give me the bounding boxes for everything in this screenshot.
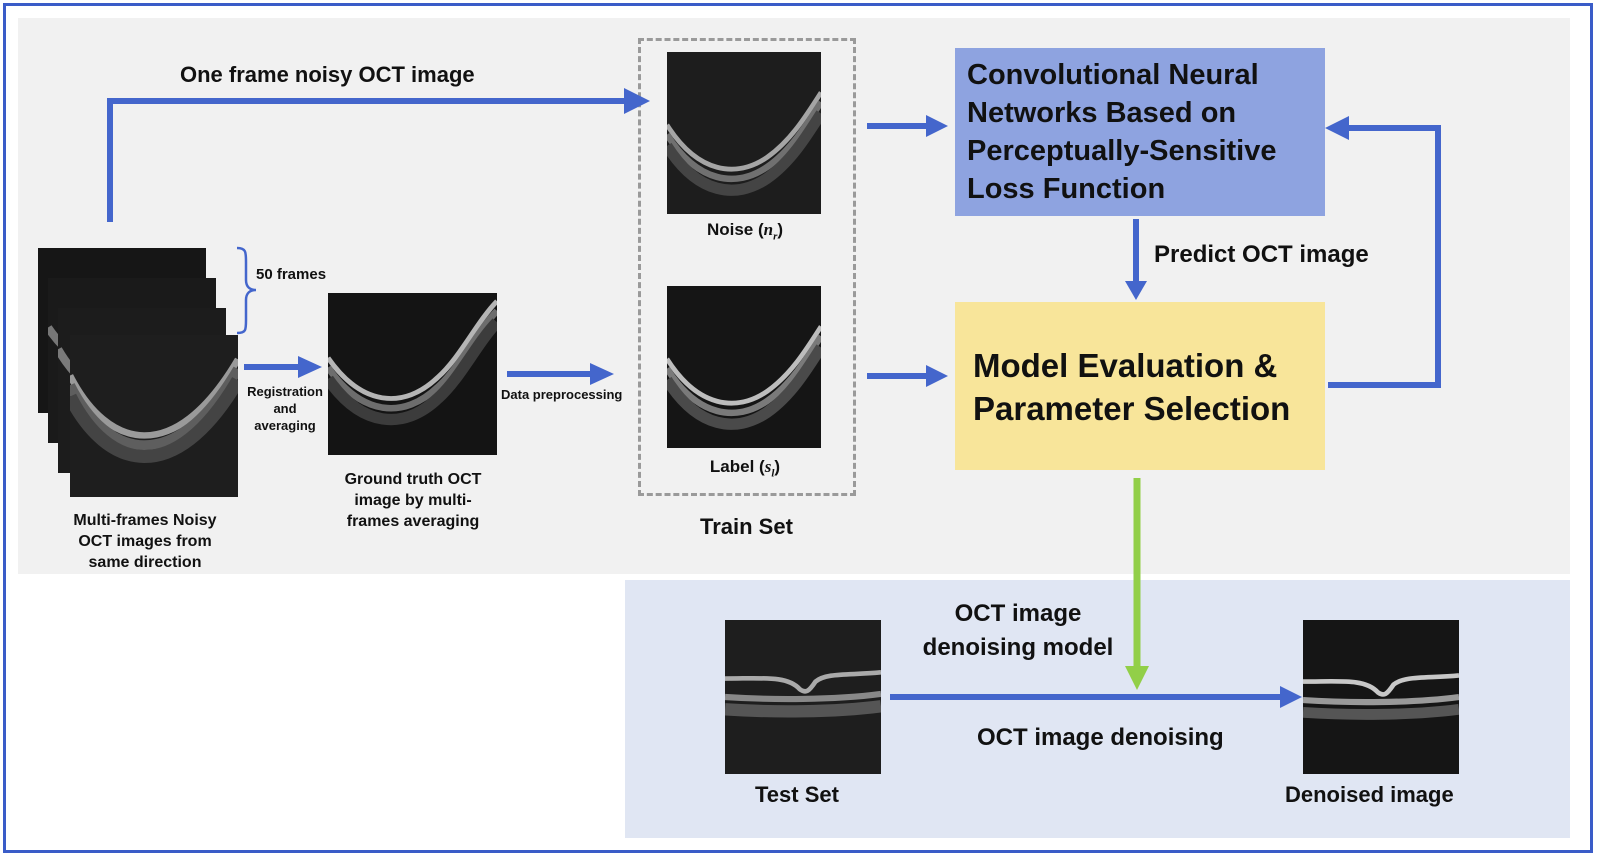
- registration-label-line-3: averaging: [254, 418, 316, 433]
- label-label-symbol: s: [764, 457, 772, 476]
- eval-box-line-2: Parameter Selection: [973, 390, 1291, 427]
- cnn-box-line-1: Convolutional Neural: [967, 59, 1259, 91]
- trainset-to-eval-arrowhead: [926, 365, 948, 387]
- model-evaluation-box: Model Evaluation & Parameter Selection: [955, 302, 1325, 470]
- denoising-model-label: OCT image denoising model: [900, 597, 1136, 665]
- noise-oct-image: [667, 52, 821, 214]
- top-arrow-line: [107, 98, 626, 222]
- ground-truth-caption-line-3: frames averaging: [346, 513, 480, 530]
- ground-truth-caption-line-1: Ground truth OCT: [344, 471, 482, 488]
- ground-truth-oct-image: [328, 293, 497, 455]
- test-set-oct-image: [725, 620, 881, 774]
- test-set-label: Test Set: [755, 782, 839, 807]
- multiframe-caption-line-2: OCT images from: [78, 533, 212, 550]
- ground-truth-caption-line-2: image by multi-: [354, 492, 472, 509]
- denoising-arrow-label: OCT image denoising: [977, 724, 1224, 751]
- feedback-arrowhead: [1325, 116, 1349, 140]
- registration-arrowhead: [298, 356, 322, 378]
- predict-label: Predict OCT image: [1154, 241, 1369, 268]
- noise-label-symbol: n: [763, 220, 774, 239]
- multiframe-caption-line-3: same direction: [88, 554, 202, 571]
- denoised-oct-image: [1303, 620, 1459, 774]
- frames-label: 50 frames: [256, 266, 327, 283]
- frames-brace: [236, 246, 257, 335]
- registration-label: Registration and averaging: [240, 383, 330, 434]
- feedback-loop-line: [1328, 125, 1441, 388]
- top-arrow-label: One frame noisy OCT image: [180, 62, 475, 87]
- label-label-close: ): [774, 457, 781, 476]
- multiframe-caption-line-1: Multi-frames Noisy: [73, 512, 217, 529]
- label-label-text: Label (: [709, 457, 765, 476]
- predict-arrowhead: [1125, 281, 1147, 300]
- oct-frame-stack-4: [70, 335, 238, 497]
- denoised-label: Denoised image: [1285, 782, 1454, 807]
- registration-label-line-2: and: [273, 401, 297, 416]
- noise-label-subscript: r: [773, 230, 778, 243]
- train-set-label: Train Set: [700, 514, 793, 539]
- denoising-arrowhead: [1280, 686, 1302, 708]
- noise-label-close: ): [777, 220, 784, 239]
- green-arrowhead: [1125, 666, 1149, 690]
- label-oct-image: [667, 286, 821, 448]
- cnn-box-line-2: Networks Based on: [967, 97, 1237, 129]
- top-arrowhead: [624, 88, 650, 114]
- preprocessing-arrowhead: [590, 363, 614, 385]
- denoising-model-label-line-2: denoising model: [922, 634, 1114, 661]
- train-set-box: [638, 38, 856, 496]
- noise-label-text: Noise (: [706, 220, 764, 239]
- multiframe-caption: Multi-frames Noisy OCT images from same …: [55, 510, 235, 573]
- denoising-model-label-line-1: OCT image: [954, 600, 1082, 627]
- cnn-box-line-4: Loss Function: [967, 173, 1166, 205]
- figure-border: [3, 3, 1593, 853]
- label-label-subscript: l: [771, 467, 775, 480]
- noise-label: Noise (nr): [700, 220, 790, 242]
- data-preprocessing-label: Data preprocessing: [501, 387, 623, 402]
- eval-box-line-1: Model Evaluation &: [973, 347, 1278, 384]
- cnn-box-line-3: Perceptually-Sensitive: [967, 135, 1277, 167]
- registration-label-line-1: Registration: [247, 384, 323, 399]
- ground-truth-caption: Ground truth OCT image by multi- frames …: [318, 469, 508, 532]
- cnn-box: Convolutional Neural Networks Based on P…: [955, 48, 1325, 216]
- label-label: Label (sl): [700, 457, 790, 479]
- trainset-to-cnn-arrowhead: [926, 115, 948, 137]
